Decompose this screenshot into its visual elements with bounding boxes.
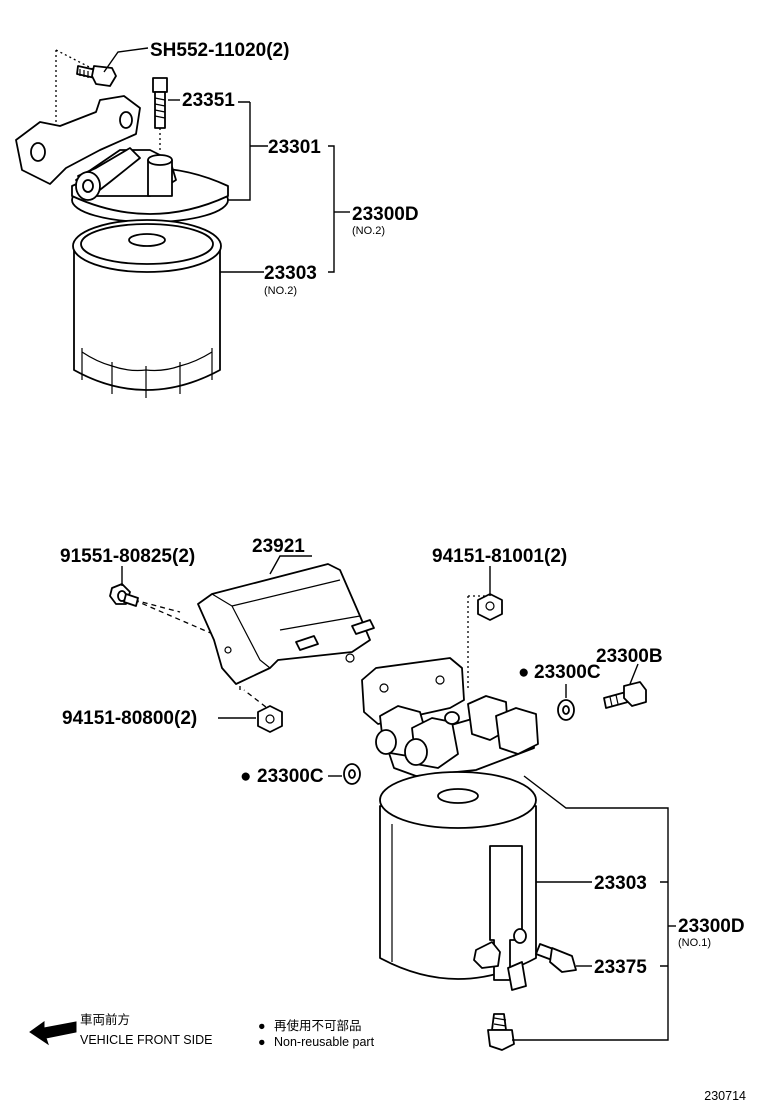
filter-head <box>361 657 539 777</box>
sensor-icon <box>535 943 577 973</box>
assembly-sub-label: (NO.2) <box>352 225 385 237</box>
assembly-label: 23300D <box>352 204 419 225</box>
gasket-left-bullet: ● <box>240 766 251 787</box>
gasket-left-label: 23300C <box>257 766 324 787</box>
fuel-filter-icon <box>72 219 222 398</box>
lower-assembly: 91551-80825(2) 23921 94151-81001(2) 2330… <box>60 536 745 1051</box>
gasket-right-label: 23300C <box>534 662 601 683</box>
nut-lower-label: 94151-80800(2) <box>62 708 197 729</box>
direction-jp: 車両前方 <box>80 1012 130 1027</box>
filter-sub-label: (NO.2) <box>264 285 297 297</box>
filter-label: 23303 <box>264 263 317 284</box>
mounting-bracket <box>197 563 375 685</box>
arrow-left-down-icon <box>29 1021 77 1046</box>
sensor-label: 23375 <box>594 957 647 978</box>
assembly-label: 23300D <box>678 916 745 937</box>
bracket-label: 23301 <box>268 137 321 158</box>
bolt-label: 91551-80825(2) <box>60 546 195 567</box>
assembly-sub-label: (NO.1) <box>678 937 711 949</box>
nut-icon <box>477 593 503 621</box>
legend: 車両前方 VEHICLE FRONT SIDE ● 再使用不可部品 ● Non-… <box>29 1012 375 1049</box>
nonreusable-en: Non-reusable part <box>274 1035 375 1049</box>
filter-label: 23303 <box>594 873 647 894</box>
nonreusable-bullet-en: ● <box>258 1035 266 1049</box>
gasket-right-bullet: ● <box>518 662 529 683</box>
union-bolt-label: 23300B <box>596 646 663 667</box>
union-bolt-icon <box>603 681 647 709</box>
upper-assembly: SH552-11020(2) 23351 23301 23300D (NO.2)… <box>15 40 419 398</box>
filter-head-bracket <box>15 95 229 223</box>
bolt-icon <box>76 65 117 87</box>
nonreusable-bullet-jp: ● <box>258 1019 266 1033</box>
fuel-filter-icon <box>379 771 537 991</box>
nut-icon <box>257 705 283 733</box>
bolt-label: SH552-11020(2) <box>150 40 289 61</box>
vent-plug-label: 23351 <box>182 90 235 111</box>
bracket-label: 23921 <box>252 536 305 557</box>
nut-upper-label: 94151-81001(2) <box>432 546 567 567</box>
drain-plug-icon <box>487 1013 515 1051</box>
vent-plug-icon <box>152 77 168 150</box>
gasket-icon <box>343 763 361 785</box>
nonreusable-jp: 再使用不可部品 <box>274 1018 362 1033</box>
bolt-icon <box>109 583 139 607</box>
direction-en: VEHICLE FRONT SIDE <box>80 1033 212 1047</box>
gasket-icon <box>557 699 575 721</box>
diagram-code: 230714 <box>704 1089 746 1103</box>
